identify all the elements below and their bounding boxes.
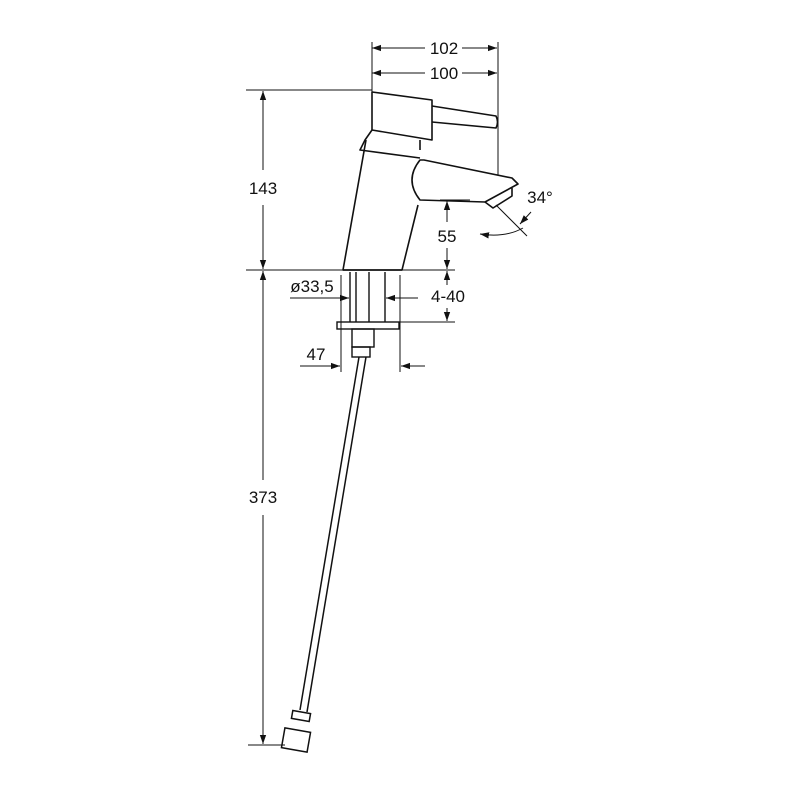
- dim-spout-height: 55: [438, 227, 457, 246]
- dim-clamp-range: 4-40: [431, 287, 465, 306]
- hose-nut-top: [351, 346, 371, 358]
- dim-body-depth: 100: [430, 64, 458, 83]
- flexible-hose: [280, 356, 367, 753]
- dim-hole-span: 47: [307, 345, 326, 364]
- dim-hose-length: 373: [249, 488, 277, 507]
- lever-head: [371, 91, 433, 141]
- lever-handle: [431, 105, 499, 129]
- mounting-plate: [336, 321, 400, 330]
- dim-base-diameter: ø33,5: [290, 277, 333, 296]
- spout: [411, 159, 519, 203]
- dim-overall-depth: 102: [430, 39, 458, 58]
- faucet-column: [342, 139, 419, 271]
- dim-spout-angle: 34°: [527, 188, 553, 207]
- mounting-assembly: [336, 272, 400, 358]
- dim-height: 143: [249, 179, 277, 198]
- faucet-body: [342, 91, 519, 271]
- dimension-lines: [246, 42, 532, 746]
- aerator: [484, 188, 513, 209]
- hose-connector-nut: [280, 727, 312, 753]
